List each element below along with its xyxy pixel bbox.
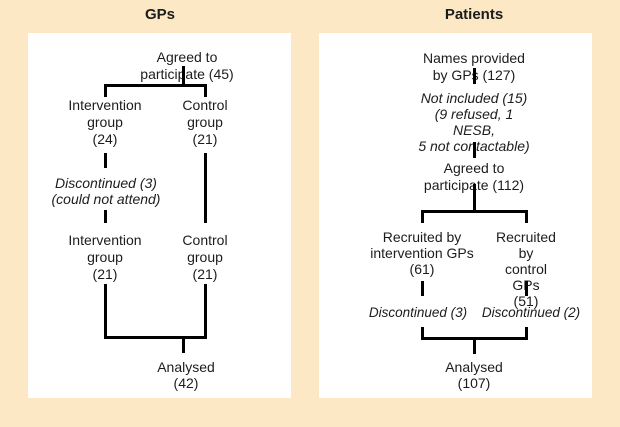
patients-panel-title: Patients <box>444 6 504 23</box>
patients-not-included-tick-bottom-line <box>472 142 476 158</box>
patients-not-included-note: Not included (15) (9 refused, 1 NESB, 5 … <box>418 90 530 154</box>
gps-branch-right-drop-line <box>203 84 207 97</box>
gps-discontinued-tick-bottom-line <box>103 210 107 223</box>
gps-intervention-initial-node: Intervention group (24) <box>68 97 142 147</box>
patients-merge-left-line <box>420 327 424 340</box>
gps-discontinued-note: Discontinued (3) (could not attend) <box>51 175 161 207</box>
patients-flowchart-panel: Names provided by GPs (127) Not included… <box>319 33 592 398</box>
gps-branch-left-drop-line <box>103 84 107 97</box>
gps-control-initial-node: Control group (21) <box>182 97 228 147</box>
patients-discontinued-intervention-note: Discontinued (3) <box>368 305 468 320</box>
patients-merge-line <box>420 337 528 340</box>
gps-merge-line <box>103 336 207 339</box>
gps-discontinued-tick-top-line <box>103 153 107 168</box>
patients-discontinued-control-note: Discontinued (2) <box>481 305 581 320</box>
patients-trunk-line <box>472 184 476 210</box>
patients-discontinued-right-tick-line <box>524 281 528 296</box>
patients-analysed-node: Analysed (107) <box>445 359 503 391</box>
patients-recruited-intervention-node: Recruited by intervention GPs (61) <box>370 229 474 277</box>
gps-merge-right-line <box>203 284 207 339</box>
patients-recruited-control-node: Recruited by control GPs (51) <box>496 229 556 309</box>
gps-analysed-node: Analysed (42) <box>157 359 215 391</box>
gps-intervention-final-node: Intervention group (21) <box>68 232 142 282</box>
patients-discontinued-left-tick-line <box>420 281 424 296</box>
patients-analysed-stub-line <box>472 340 476 354</box>
patients-branch-left-drop-line <box>420 210 424 223</box>
gps-control-connector-line <box>203 153 207 223</box>
patients-branch-right-drop-line <box>524 210 528 223</box>
gps-branch-line <box>103 84 207 87</box>
patients-agreed-node: Agreed to participate (112) <box>423 160 525 193</box>
gps-control-final-node: Control group (21) <box>182 232 228 282</box>
gps-trunk-stub-line <box>181 66 185 84</box>
patients-merge-right-line <box>524 327 528 340</box>
patients-not-included-tick-top-line <box>472 68 476 84</box>
gps-panel-title: GPs <box>144 6 176 23</box>
patients-names-provided-node: Names provided by GPs (127) <box>423 50 525 83</box>
gps-analysed-stub-line <box>181 339 185 353</box>
gps-merge-left-line <box>103 284 107 339</box>
gps-agreed-node: Agreed to participate (45) <box>140 49 234 82</box>
gps-flowchart-panel: Agreed to participate (45) Intervention … <box>28 33 291 398</box>
patients-branch-line <box>420 210 528 213</box>
